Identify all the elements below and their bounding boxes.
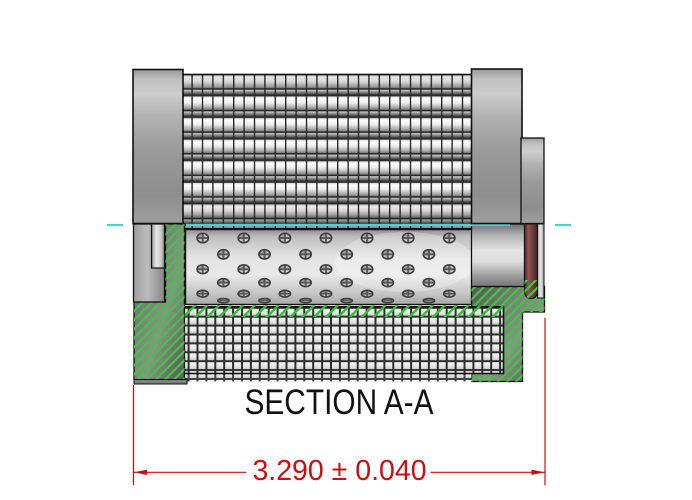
perforation-hole — [319, 232, 333, 244]
perforation-hole — [442, 263, 456, 275]
perforation-hole — [381, 297, 395, 304]
perforation-hole — [258, 297, 271, 304]
perforation-hole — [278, 263, 292, 275]
perforation-hole — [216, 297, 230, 304]
perforation-hole — [278, 289, 292, 298]
perforation-hole — [422, 277, 436, 288]
perforation-hole — [442, 289, 456, 298]
end-caps-upper — [132, 68, 545, 225]
perforation-hole — [381, 248, 395, 260]
left-cap-bottom-lip — [133, 379, 188, 385]
perforation-hole — [319, 289, 333, 298]
media-band-body — [151, 305, 505, 375]
dimension-annotation: 3.290 ± 0.040 — [132, 318, 546, 487]
perforation-hole — [422, 248, 436, 260]
right-end-cap — [470, 68, 523, 225]
media-section-band — [151, 305, 505, 382]
perforation-hole — [299, 277, 313, 288]
perforation-hole — [319, 263, 333, 275]
perforation-hole — [216, 248, 230, 260]
perforation-hole — [299, 248, 313, 260]
section-label: SECTION A-A — [245, 383, 435, 422]
left-cap-hatch — [134, 224, 185, 380]
perforation-hole — [237, 232, 251, 244]
perforation-hole — [299, 297, 313, 304]
arrowhead-right — [531, 469, 545, 475]
right-cap-sleeve — [470, 223, 526, 288]
perforated-core-tube — [184, 228, 475, 306]
perforation-hole — [340, 297, 354, 304]
right-cap-lower — [470, 223, 545, 300]
perforation-hole — [360, 263, 374, 275]
right-cap-wall — [537, 223, 545, 299]
perforation-hole — [401, 263, 415, 275]
perforation-hole — [258, 277, 271, 288]
perforation-hole — [258, 248, 271, 260]
dimension-text: 3.290 ± 0.040 — [252, 455, 426, 487]
outer-mesh-shading — [180, 73, 473, 230]
left-cap-slot — [150, 223, 166, 269]
perforation-hole — [216, 277, 230, 288]
perforation-hole — [442, 232, 456, 244]
perforation-hole — [196, 289, 210, 298]
perforation-hole — [360, 289, 374, 298]
perforation-hole — [340, 248, 354, 260]
perforation-hole — [381, 277, 395, 288]
perforation-hole — [360, 232, 374, 244]
media-hatch-strip — [153, 305, 503, 317]
perforation-hole — [422, 297, 436, 304]
perforation-holes — [196, 232, 456, 304]
arrowhead-left — [134, 469, 147, 475]
right-cap-step — [520, 137, 545, 225]
left-end-cap — [132, 68, 184, 225]
perforation-hole — [340, 277, 354, 288]
media-band-lower-row — [184, 373, 472, 382]
perforation-hole — [237, 289, 251, 298]
perforation-hole — [401, 289, 415, 298]
perforation-hole — [278, 232, 292, 244]
perforation-hole — [401, 232, 415, 244]
oring-hatch — [524, 280, 538, 299]
dimension-lines — [132, 318, 546, 485]
perforation-hole — [196, 232, 210, 244]
outer-mesh-band — [180, 73, 473, 230]
perforation-hole — [237, 263, 251, 275]
perforation-hole — [196, 263, 210, 275]
core-tube-sheen — [335, 232, 475, 292]
left-cap-section — [132, 223, 188, 385]
